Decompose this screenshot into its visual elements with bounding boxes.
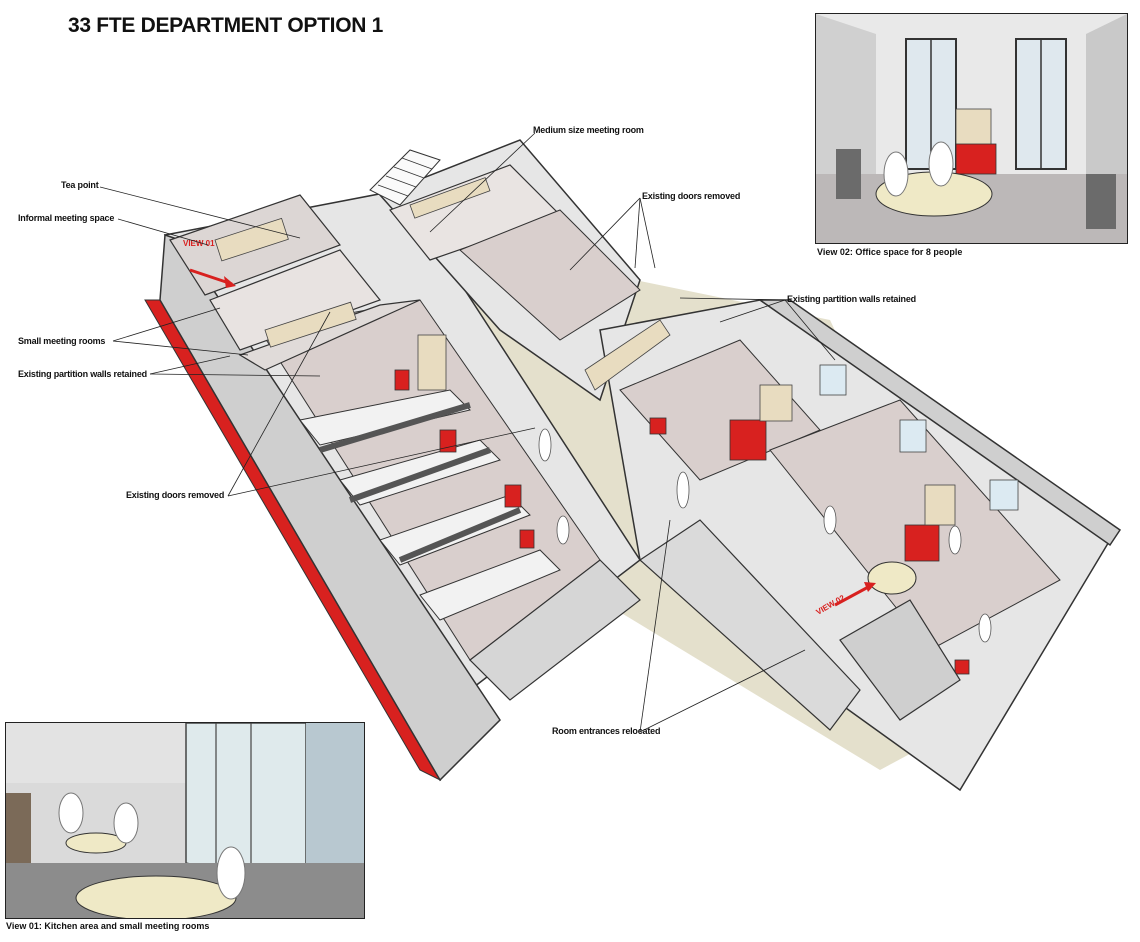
view01-marker: VIEW 01 bbox=[183, 239, 236, 288]
stair bbox=[369, 149, 441, 206]
shelving bbox=[214, 217, 289, 262]
shelving bbox=[264, 301, 357, 348]
round-meeting-table bbox=[867, 561, 917, 595]
bookcase bbox=[417, 334, 447, 391]
view02-inset bbox=[815, 13, 1128, 244]
view02-caption: View 02: Office space for 8 people bbox=[817, 247, 963, 257]
view02-illustration bbox=[816, 14, 1127, 243]
small-meeting-room-a bbox=[209, 249, 381, 351]
annotation-room-entrances: Room entrances relocated bbox=[552, 726, 661, 736]
shelving-right bbox=[584, 319, 671, 391]
annotation-partition-right: Existing partition walls retained bbox=[787, 294, 916, 304]
annotation-medium-meeting-room: Medium size meeting room bbox=[533, 125, 644, 135]
annotation-partition-left: Existing partition walls retained bbox=[18, 369, 147, 379]
annotation-tea-point: Tea point bbox=[61, 180, 99, 190]
stair-treads bbox=[377, 157, 433, 197]
view01-inset bbox=[5, 722, 365, 919]
beige-boxes bbox=[759, 384, 956, 526]
leader-lines bbox=[99, 132, 836, 733]
view01-illustration bbox=[6, 723, 364, 918]
annotation-informal-meeting: Informal meeting space bbox=[18, 213, 115, 223]
red-storage-right bbox=[649, 417, 970, 675]
view01-caption: View 01: Kitchen area and small meeting … bbox=[6, 921, 210, 931]
desk-cluster-left bbox=[299, 389, 561, 621]
front-wall-right-2 bbox=[839, 599, 961, 721]
right-office-floor-a bbox=[619, 339, 821, 481]
annotation-small-meeting-rooms: Small meeting rooms bbox=[18, 336, 106, 346]
front-wall-left bbox=[469, 559, 641, 701]
annotation-doors-removed-left: Existing doors removed bbox=[126, 490, 225, 500]
annotation-doors-removed-top: Existing doors removed bbox=[642, 191, 741, 201]
front-wall-right bbox=[639, 519, 861, 731]
shelving bbox=[409, 177, 491, 219]
central-office-floor bbox=[459, 209, 641, 341]
drawing-title: 33 FTE DEPARTMENT OPTION 1 bbox=[68, 14, 384, 37]
people-figures bbox=[538, 428, 992, 643]
windows-right bbox=[819, 364, 1019, 511]
view01-marker-label: VIEW 01 bbox=[183, 239, 215, 248]
